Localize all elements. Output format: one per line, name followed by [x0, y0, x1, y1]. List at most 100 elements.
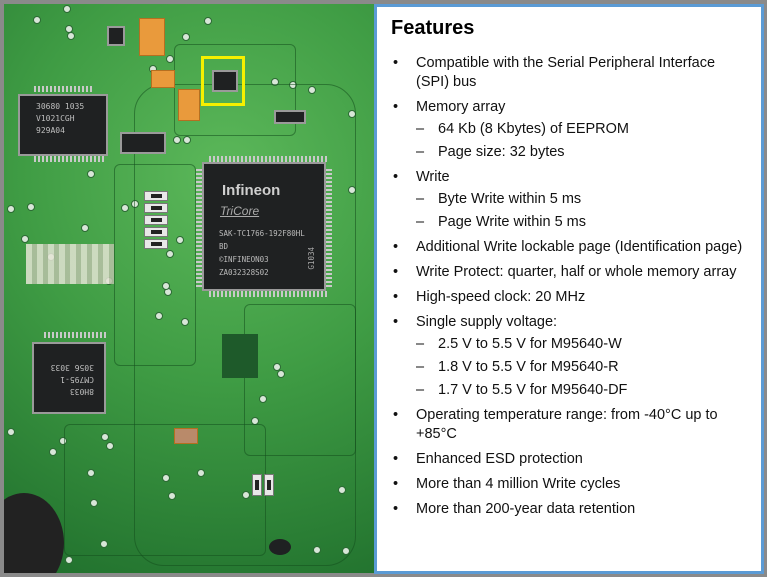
via	[180, 318, 189, 327]
feature-text: High-speed clock: 20 MHz	[416, 289, 586, 305]
chip-pins	[326, 169, 332, 287]
via	[67, 32, 76, 41]
via	[307, 85, 316, 94]
chip-label: 3056 3033	[50, 363, 94, 372]
via	[337, 485, 346, 494]
via	[173, 136, 182, 145]
feature-text: Enhanced ESD protection	[416, 451, 583, 467]
chip-label: 30680 1035	[36, 102, 85, 111]
pcb-trace	[174, 44, 296, 136]
via	[89, 499, 98, 508]
via	[161, 473, 170, 482]
chip-pins	[209, 291, 327, 297]
via	[49, 448, 58, 457]
feature-subitem: Page size: 32 bytes	[416, 143, 746, 162]
via	[277, 369, 286, 378]
feature-text: Write	[416, 169, 450, 185]
via	[59, 436, 68, 445]
chip-label: ©INFINEON03	[219, 255, 269, 264]
via	[183, 135, 192, 144]
via	[27, 203, 36, 212]
logic-chip	[120, 132, 166, 154]
chip-pins	[196, 169, 202, 287]
feature-sublist: 2.5 V to 5.5 V for M95640-W1.8 V to 5.5 …	[416, 335, 746, 400]
feature-item: Single supply voltage: 2.5 V to 5.5 V for…	[391, 313, 746, 400]
via	[33, 15, 42, 24]
feature-item: High-speed clock: 20 MHz	[391, 288, 746, 307]
resistor	[144, 227, 168, 237]
chip-label: G1034	[307, 247, 316, 270]
pcb-trace	[114, 164, 196, 366]
resistor	[144, 239, 168, 249]
via	[181, 33, 190, 42]
capacitor	[174, 428, 198, 444]
ic-footprint	[222, 334, 258, 378]
chip-label: SAK-TC1766-192F80HL	[219, 229, 305, 238]
feature-sublist: 64 Kb (8 Kbytes) of EEPROM Page size: 32 …	[416, 120, 746, 162]
infineon-tricore-chip: Infineon TriCore SAK-TC1766-192F80HL BD …	[202, 162, 326, 291]
via	[161, 281, 170, 290]
via	[273, 362, 282, 371]
via	[258, 394, 267, 403]
capacitor	[178, 89, 200, 121]
pcb-trace	[134, 84, 356, 566]
feature-text: Operating temperature range: from -40°C …	[416, 407, 718, 442]
feature-subitem: Page Write within 5 ms	[416, 213, 746, 232]
resistor	[264, 474, 274, 496]
chip-family: TriCore	[220, 204, 260, 218]
bosch-chip: 30680 1035 V1021CGH 929A04	[18, 94, 108, 156]
feature-text: Compatible with the Serial Peripheral In…	[416, 55, 716, 90]
feature-subitem: 1.7 V to 5.5 V for M95640-DF	[416, 381, 746, 400]
via	[65, 555, 74, 564]
pcb-photo: 30680 1035 V1021CGH 929A04 Infineon TriC…	[4, 4, 374, 573]
diode	[107, 26, 125, 46]
via	[166, 250, 175, 258]
features-title: Features	[391, 17, 475, 39]
via	[86, 169, 95, 178]
via	[271, 77, 280, 86]
via	[6, 205, 15, 214]
feature-item: More than 200-year data retention	[391, 500, 746, 519]
capacitor	[151, 70, 175, 88]
connector-pads	[26, 244, 114, 284]
feature-text: More than 200-year data retention	[416, 501, 636, 517]
resistor	[252, 474, 262, 496]
via	[176, 236, 185, 245]
feature-subitem: 64 Kb (8 Kbytes) of EEPROM	[416, 120, 746, 139]
feature-text: Additional Write lockable page (Identifi…	[416, 239, 743, 255]
eeprom-highlight-box	[201, 56, 245, 106]
feature-text: Memory array	[416, 99, 506, 115]
via	[106, 441, 115, 450]
feature-item: More than 4 million Write cycles	[391, 475, 746, 494]
chip-label: V1021CGH	[36, 114, 75, 123]
feature-subitem: Byte Write within 5 ms	[416, 190, 746, 209]
feature-text: Single supply voltage:	[416, 314, 558, 330]
via	[101, 433, 110, 442]
feature-text: Write Protect: quarter, half or whole me…	[416, 264, 737, 280]
feature-item: Enhanced ESD protection	[391, 450, 746, 469]
via	[100, 539, 109, 548]
diode	[274, 110, 306, 124]
chip-pins	[34, 156, 104, 162]
via	[241, 490, 250, 499]
chip-pins	[34, 86, 94, 92]
via	[197, 469, 206, 478]
chip-label: BD	[219, 242, 229, 251]
via	[81, 224, 90, 233]
via	[86, 469, 95, 478]
mounting-hole	[269, 539, 291, 555]
feature-sublist: Byte Write within 5 ms Page Write within …	[416, 190, 746, 232]
via	[203, 17, 212, 26]
resistor	[144, 215, 168, 225]
lower-bosch-chip: 8H033 CM795-1 3056 3033	[32, 342, 106, 414]
resistor	[144, 203, 168, 213]
via	[168, 492, 177, 501]
chip-pins	[209, 156, 327, 162]
chip-label: ZA032328S02	[219, 268, 269, 277]
chip-label: CM795-1	[60, 375, 94, 384]
feature-item: Operating temperature range: from -40°C …	[391, 406, 746, 444]
feature-item: Compatible with the Serial Peripheral In…	[391, 54, 746, 92]
feature-subitem: 1.8 V to 5.5 V for M95640-R	[416, 358, 746, 377]
chip-brand: Infineon	[222, 182, 281, 199]
feature-item: Additional Write lockable page (Identifi…	[391, 238, 746, 257]
